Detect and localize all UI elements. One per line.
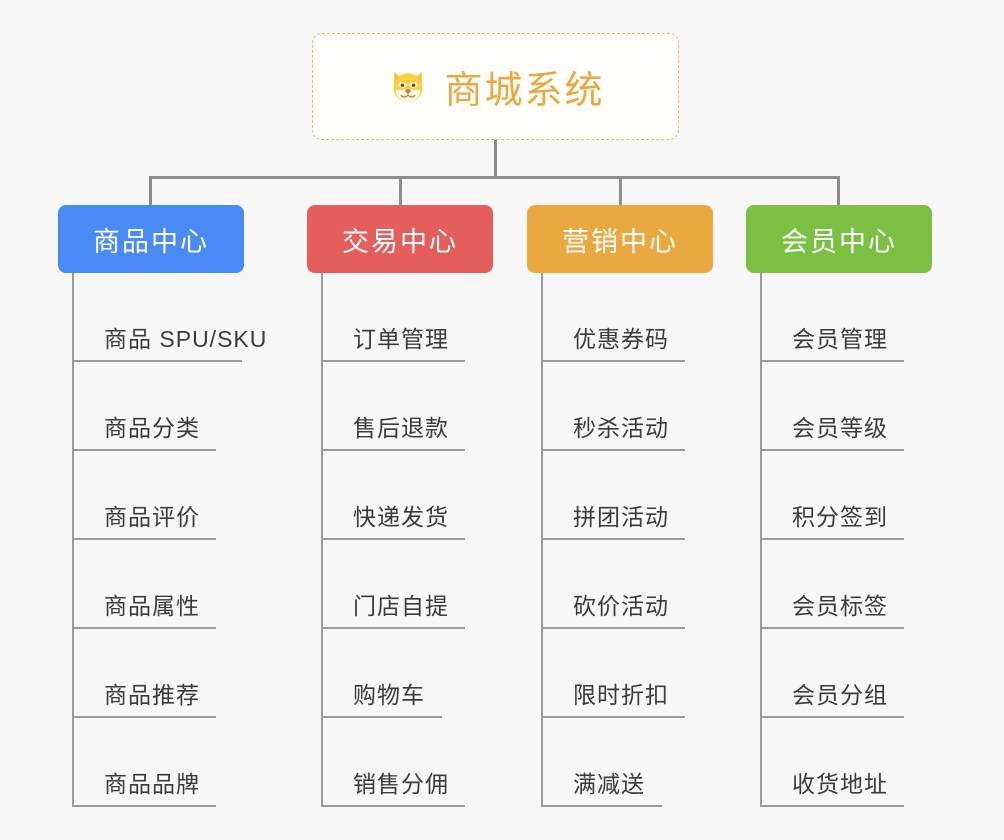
list-item-label: 商品 SPU/SKU xyxy=(104,326,268,352)
list-item-label: 售后退款 xyxy=(353,415,449,441)
list-item[interactable]: 优惠券码 xyxy=(543,273,685,362)
list-item[interactable]: 门店自提 xyxy=(323,540,465,629)
connector-bus xyxy=(149,176,840,179)
list-item-label: 会员分组 xyxy=(792,682,888,708)
list-item[interactable]: 满减送 xyxy=(543,718,662,807)
root-title: 商城系统 xyxy=(444,70,605,112)
list-item-label: 优惠券码 xyxy=(573,326,669,352)
column-marketing-center: 营销中心 优惠券码 秒杀活动 拼团活动 砍价活动 限时折扣 满减送 xyxy=(527,205,713,807)
list-item-label: 商品属性 xyxy=(104,593,200,619)
list-item-label: 销售分佣 xyxy=(353,771,449,797)
leaf-list-product-center: 商品 SPU/SKU 商品分类 商品评价 商品属性 商品推荐 商品品牌 xyxy=(72,273,266,807)
category-header-label: 商品中心 xyxy=(93,226,209,257)
connector-drop-1 xyxy=(149,176,152,207)
list-item[interactable]: 秒杀活动 xyxy=(543,362,685,451)
column-product-center: 商品中心 商品 SPU/SKU 商品分类 商品评价 商品属性 商品推荐 商品品牌 xyxy=(58,205,266,807)
connector-drop-4 xyxy=(837,176,840,207)
list-item[interactable]: 购物车 xyxy=(323,629,442,718)
list-item[interactable]: 会员管理 xyxy=(762,273,904,362)
leaf-list-member-center: 会员管理 会员等级 积分签到 会员标签 会员分组 收货地址 xyxy=(760,273,932,807)
list-item[interactable]: 销售分佣 xyxy=(323,718,465,807)
list-item[interactable]: 商品分类 xyxy=(74,362,216,451)
root-node[interactable]: 商城系统 xyxy=(312,33,679,140)
category-header-member-center[interactable]: 会员中心 xyxy=(746,205,932,273)
list-item-label: 收货地址 xyxy=(792,771,888,797)
list-item-label: 商品分类 xyxy=(104,415,200,441)
list-item-label: 秒杀活动 xyxy=(573,415,669,441)
category-header-product-center[interactable]: 商品中心 xyxy=(58,205,244,273)
list-item[interactable]: 商品属性 xyxy=(74,540,216,629)
list-item-label: 积分签到 xyxy=(792,504,888,530)
list-item[interactable]: 砍价活动 xyxy=(543,540,685,629)
list-item[interactable]: 会员分组 xyxy=(762,629,904,718)
list-item-label: 门店自提 xyxy=(353,593,449,619)
leaf-list-marketing-center: 优惠券码 秒杀活动 拼团活动 砍价活动 限时折扣 满减送 xyxy=(541,273,713,807)
list-item-label: 订单管理 xyxy=(353,326,449,352)
category-header-label: 交易中心 xyxy=(342,226,458,257)
list-item-label: 限时折扣 xyxy=(573,682,669,708)
list-item[interactable]: 会员等级 xyxy=(762,362,904,451)
column-member-center: 会员中心 会员管理 会员等级 积分签到 会员标签 会员分组 收货地址 xyxy=(746,205,932,807)
list-item[interactable]: 快递发货 xyxy=(323,451,465,540)
list-item-label: 拼团活动 xyxy=(573,504,669,530)
list-item-label: 砍价活动 xyxy=(573,593,669,619)
list-item-label: 快递发货 xyxy=(353,504,449,530)
list-item-label: 会员标签 xyxy=(792,593,888,619)
list-item[interactable]: 商品推荐 xyxy=(74,629,216,718)
list-item-label: 购物车 xyxy=(353,682,425,708)
category-header-marketing-center[interactable]: 营销中心 xyxy=(527,205,713,273)
list-item[interactable]: 限时折扣 xyxy=(543,629,685,718)
list-item[interactable]: 积分签到 xyxy=(762,451,904,540)
list-item[interactable]: 拼团活动 xyxy=(543,451,685,540)
list-item-label: 会员管理 xyxy=(792,326,888,352)
connector-drop-2 xyxy=(399,176,402,207)
category-header-label: 会员中心 xyxy=(781,226,897,257)
column-trade-center: 交易中心 订单管理 售后退款 快递发货 门店自提 购物车 销售分佣 xyxy=(307,205,493,807)
dog-face-icon xyxy=(386,65,430,109)
list-item[interactable]: 商品 SPU/SKU xyxy=(74,273,266,362)
category-header-trade-center[interactable]: 交易中心 xyxy=(307,205,493,273)
list-item[interactable]: 售后退款 xyxy=(323,362,465,451)
list-item-label: 商品推荐 xyxy=(104,682,200,708)
list-item[interactable]: 收货地址 xyxy=(762,718,904,807)
connector-root-stem xyxy=(494,140,497,177)
leaf-list-trade-center: 订单管理 售后退款 快递发货 门店自提 购物车 销售分佣 xyxy=(321,273,493,807)
list-item-label: 商品评价 xyxy=(104,504,200,530)
connector-drop-3 xyxy=(619,176,622,207)
list-item[interactable]: 订单管理 xyxy=(323,273,465,362)
category-header-label: 营销中心 xyxy=(562,226,678,257)
list-item[interactable]: 会员标签 xyxy=(762,540,904,629)
list-item-label: 商品品牌 xyxy=(104,771,200,797)
list-item[interactable]: 商品品牌 xyxy=(74,718,216,807)
list-item-label: 满减送 xyxy=(573,771,645,797)
list-item[interactable]: 商品评价 xyxy=(74,451,216,540)
list-item-label: 会员等级 xyxy=(792,415,888,441)
